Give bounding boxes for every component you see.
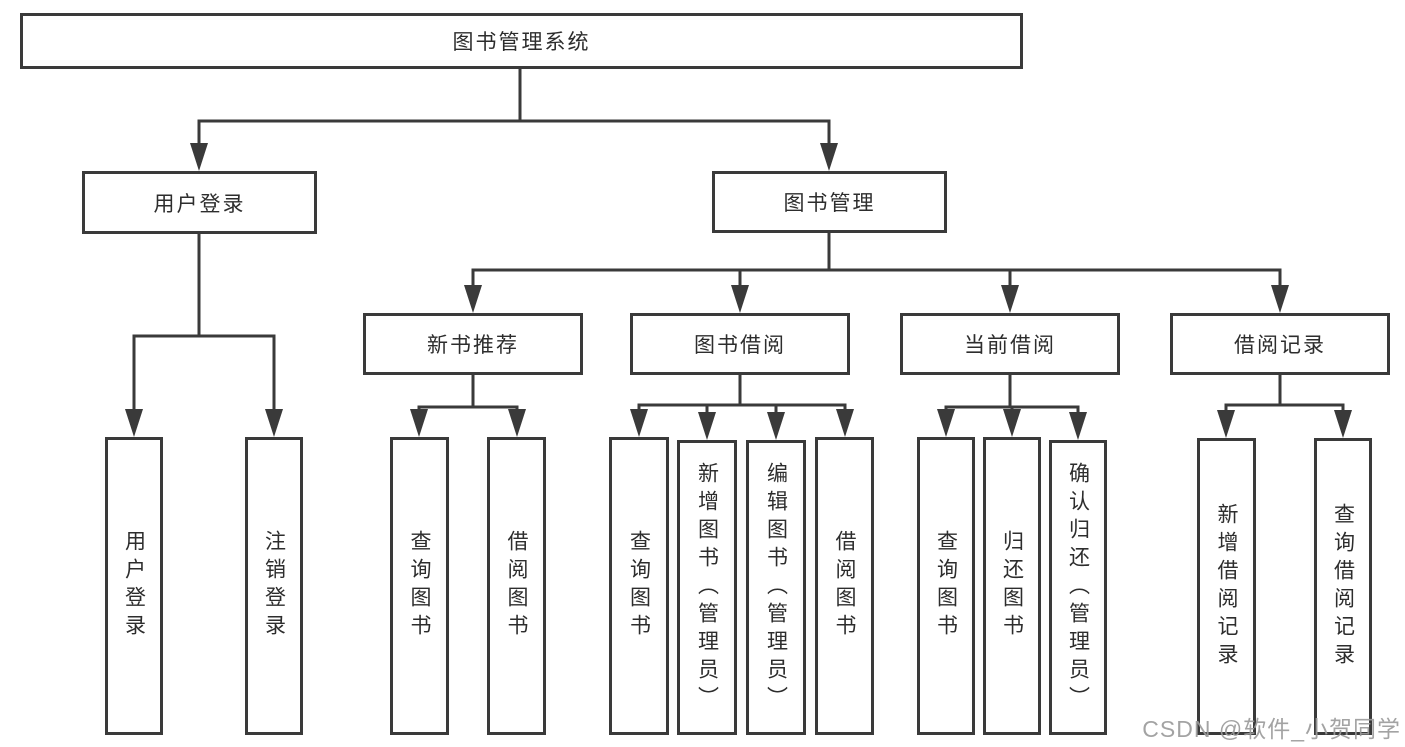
leaf-return-books: 归还图书 xyxy=(983,437,1041,735)
node-new-book-recommendation: 新书推荐 xyxy=(363,313,583,375)
leaf-add-borrow-record: 新增借阅记录 xyxy=(1197,438,1256,735)
node-borrowing-records: 借阅记录 xyxy=(1170,313,1390,375)
leaf-add-books-admin: 新增图书（管理员） xyxy=(677,440,737,735)
leaf-borrow-books: 借阅图书 xyxy=(815,437,874,735)
leaf-query-books-borrow: 查询图书 xyxy=(609,437,669,735)
node-user-login: 用户登录 xyxy=(82,171,317,234)
leaf-user-login: 用户登录 xyxy=(105,437,163,735)
csdn-watermark: CSDN @软件_小贺同学 xyxy=(1142,716,1401,742)
node-book-management: 图书管理 xyxy=(712,171,947,233)
leaf-borrow-books-recommend: 借阅图书 xyxy=(487,437,546,735)
arrowhead-icons xyxy=(125,143,1352,440)
node-library-system: 图书管理系统 xyxy=(20,13,1023,69)
leaf-query-books-current: 查询图书 xyxy=(917,437,975,735)
node-current-borrowing: 当前借阅 xyxy=(900,313,1120,375)
leaf-edit-books-admin: 编辑图书（管理员） xyxy=(746,440,806,735)
leaf-confirm-return-admin: 确认归还（管理员） xyxy=(1049,440,1107,735)
leaf-query-borrow-record: 查询借阅记录 xyxy=(1314,438,1372,735)
leaf-logout: 注销登录 xyxy=(245,437,303,735)
leaf-query-books-recommend: 查询图书 xyxy=(390,437,449,735)
node-book-borrowing: 图书借阅 xyxy=(630,313,850,375)
